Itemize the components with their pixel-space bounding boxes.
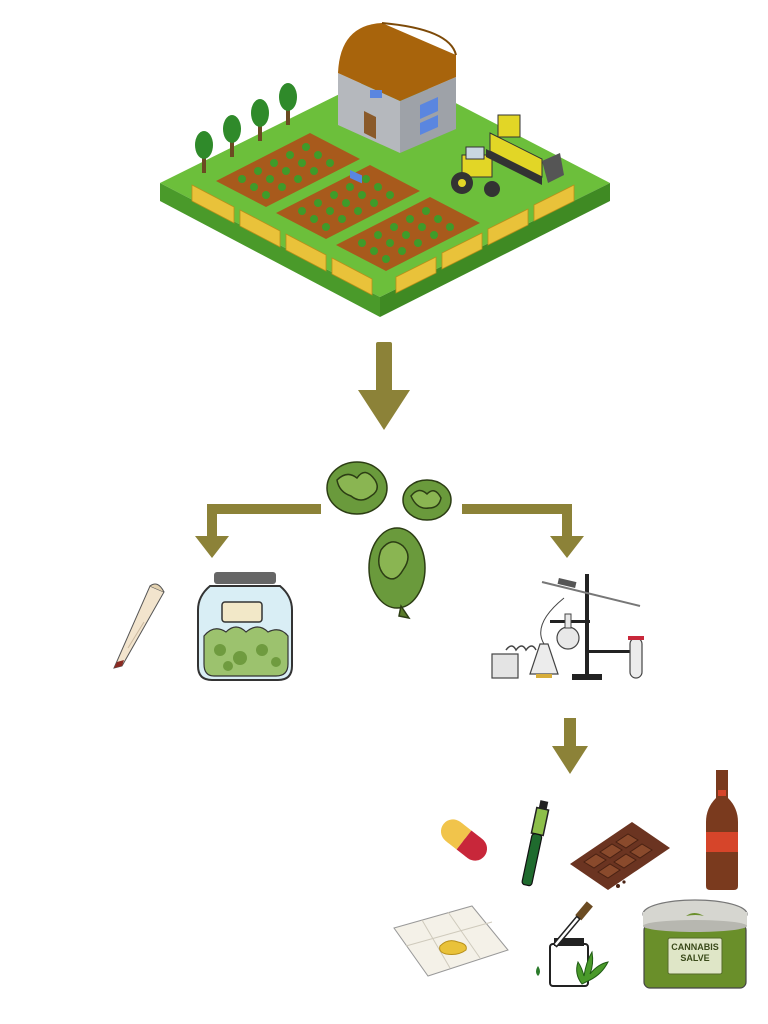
capsule-icon <box>440 819 488 861</box>
arrow-elbow-left <box>193 502 321 562</box>
vape-pen-icon <box>521 800 550 887</box>
cannabis-buds <box>315 450 460 620</box>
salve-label-line1: CANNABIS <box>671 942 719 952</box>
extraction-lab-icon <box>491 574 644 680</box>
joint-icon <box>113 583 165 669</box>
chocolate-bar <box>566 818 672 890</box>
cannabis-jar-icon <box>197 572 293 681</box>
arrow-down-icon <box>552 718 588 774</box>
tractor <box>451 146 500 197</box>
bulldozer <box>486 114 564 185</box>
arrow-down-icon <box>358 342 410 430</box>
arrow-down-2 <box>552 718 588 776</box>
arrow-down-1 <box>358 342 410 432</box>
arrow-elbow-right <box>462 502 588 562</box>
concentrate-paper-icon <box>393 905 509 977</box>
vape-pen <box>520 800 550 890</box>
barn <box>338 22 457 184</box>
isometric-farm-icon <box>160 22 610 317</box>
beer-bottle <box>704 770 740 890</box>
cannabis-buds-icon <box>326 461 452 620</box>
cannabis-jar <box>196 570 296 684</box>
arrow-elbow-right-icon <box>462 504 584 558</box>
capsule <box>438 812 490 868</box>
tincture-dropper <box>528 900 614 990</box>
arrow-elbow-left-icon <box>195 504 321 558</box>
concentrate-paper <box>392 902 510 978</box>
salve-label-line2: SALVE <box>680 953 710 963</box>
salve-jar-icon <box>642 899 748 989</box>
extraction-lab <box>488 570 653 685</box>
farm-illustration <box>150 15 620 325</box>
tree-row <box>195 83 297 173</box>
salve-jar: CANNABIS SALVE <box>640 898 750 994</box>
beer-bottle-icon <box>706 770 738 890</box>
joint <box>108 582 168 674</box>
chocolate-bar-icon <box>570 822 670 890</box>
tincture-dropper-icon <box>536 901 609 987</box>
